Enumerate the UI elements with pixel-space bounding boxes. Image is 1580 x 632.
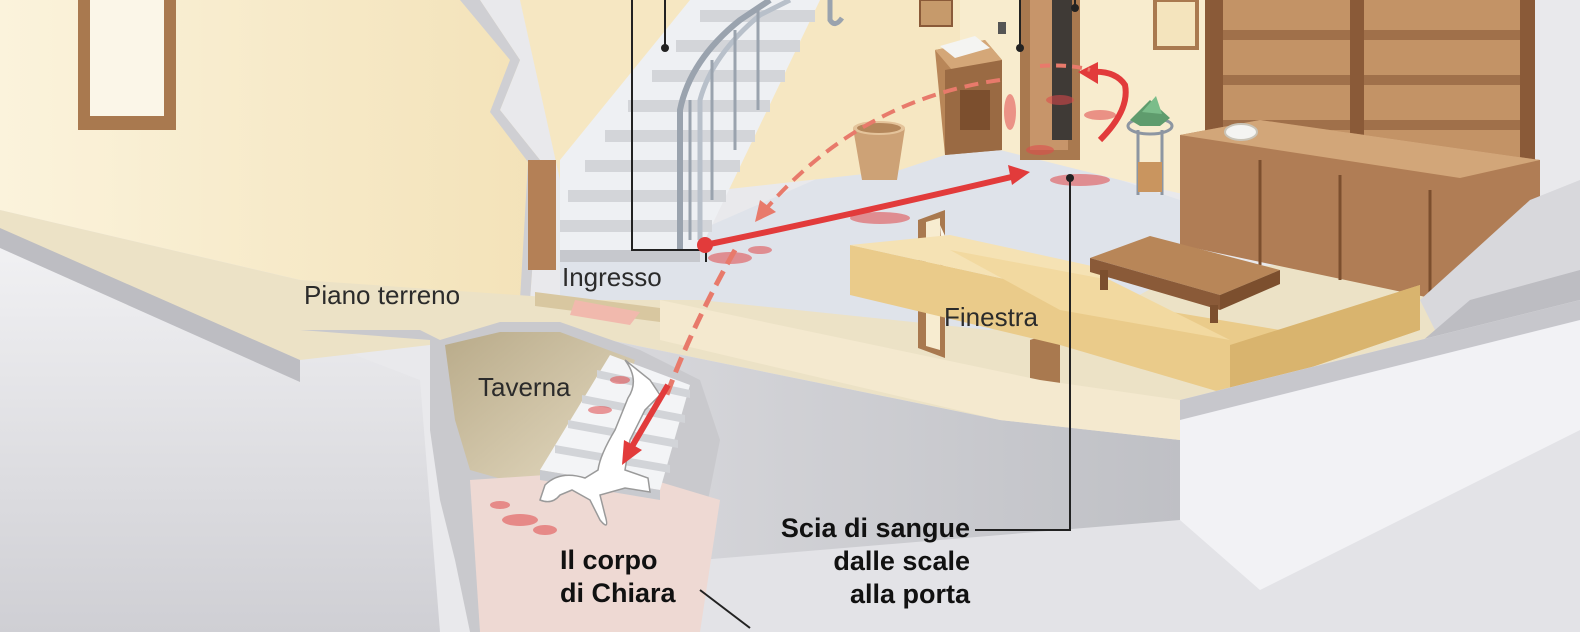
wall-frame-2 (1155, 0, 1197, 48)
label-corpo: Il corpo di Chiara (560, 544, 720, 610)
label-taverna: Taverna (478, 372, 571, 403)
cabinet (935, 36, 1002, 155)
label-scia-line-3: alla porta (760, 578, 970, 611)
label-corpo-line-1: Il corpo (560, 544, 720, 577)
label-scia: Scia di sangue dalle scale alla porta (760, 512, 970, 611)
label-scia-line-1: Scia di sangue (760, 512, 970, 545)
label-finestra: Finestra (944, 302, 1038, 333)
waste-bin-icon (853, 121, 905, 180)
label-piano-terreno: Piano terreno (304, 280, 460, 311)
label-ingresso: Ingresso (562, 262, 662, 293)
label-corpo-line-2: di Chiara (560, 577, 720, 610)
left-window-glass (90, 0, 164, 116)
front-door (1016, 0, 1080, 160)
label-scia-line-2: dalle scale (760, 545, 970, 578)
wall-frame-1 (920, 0, 952, 26)
